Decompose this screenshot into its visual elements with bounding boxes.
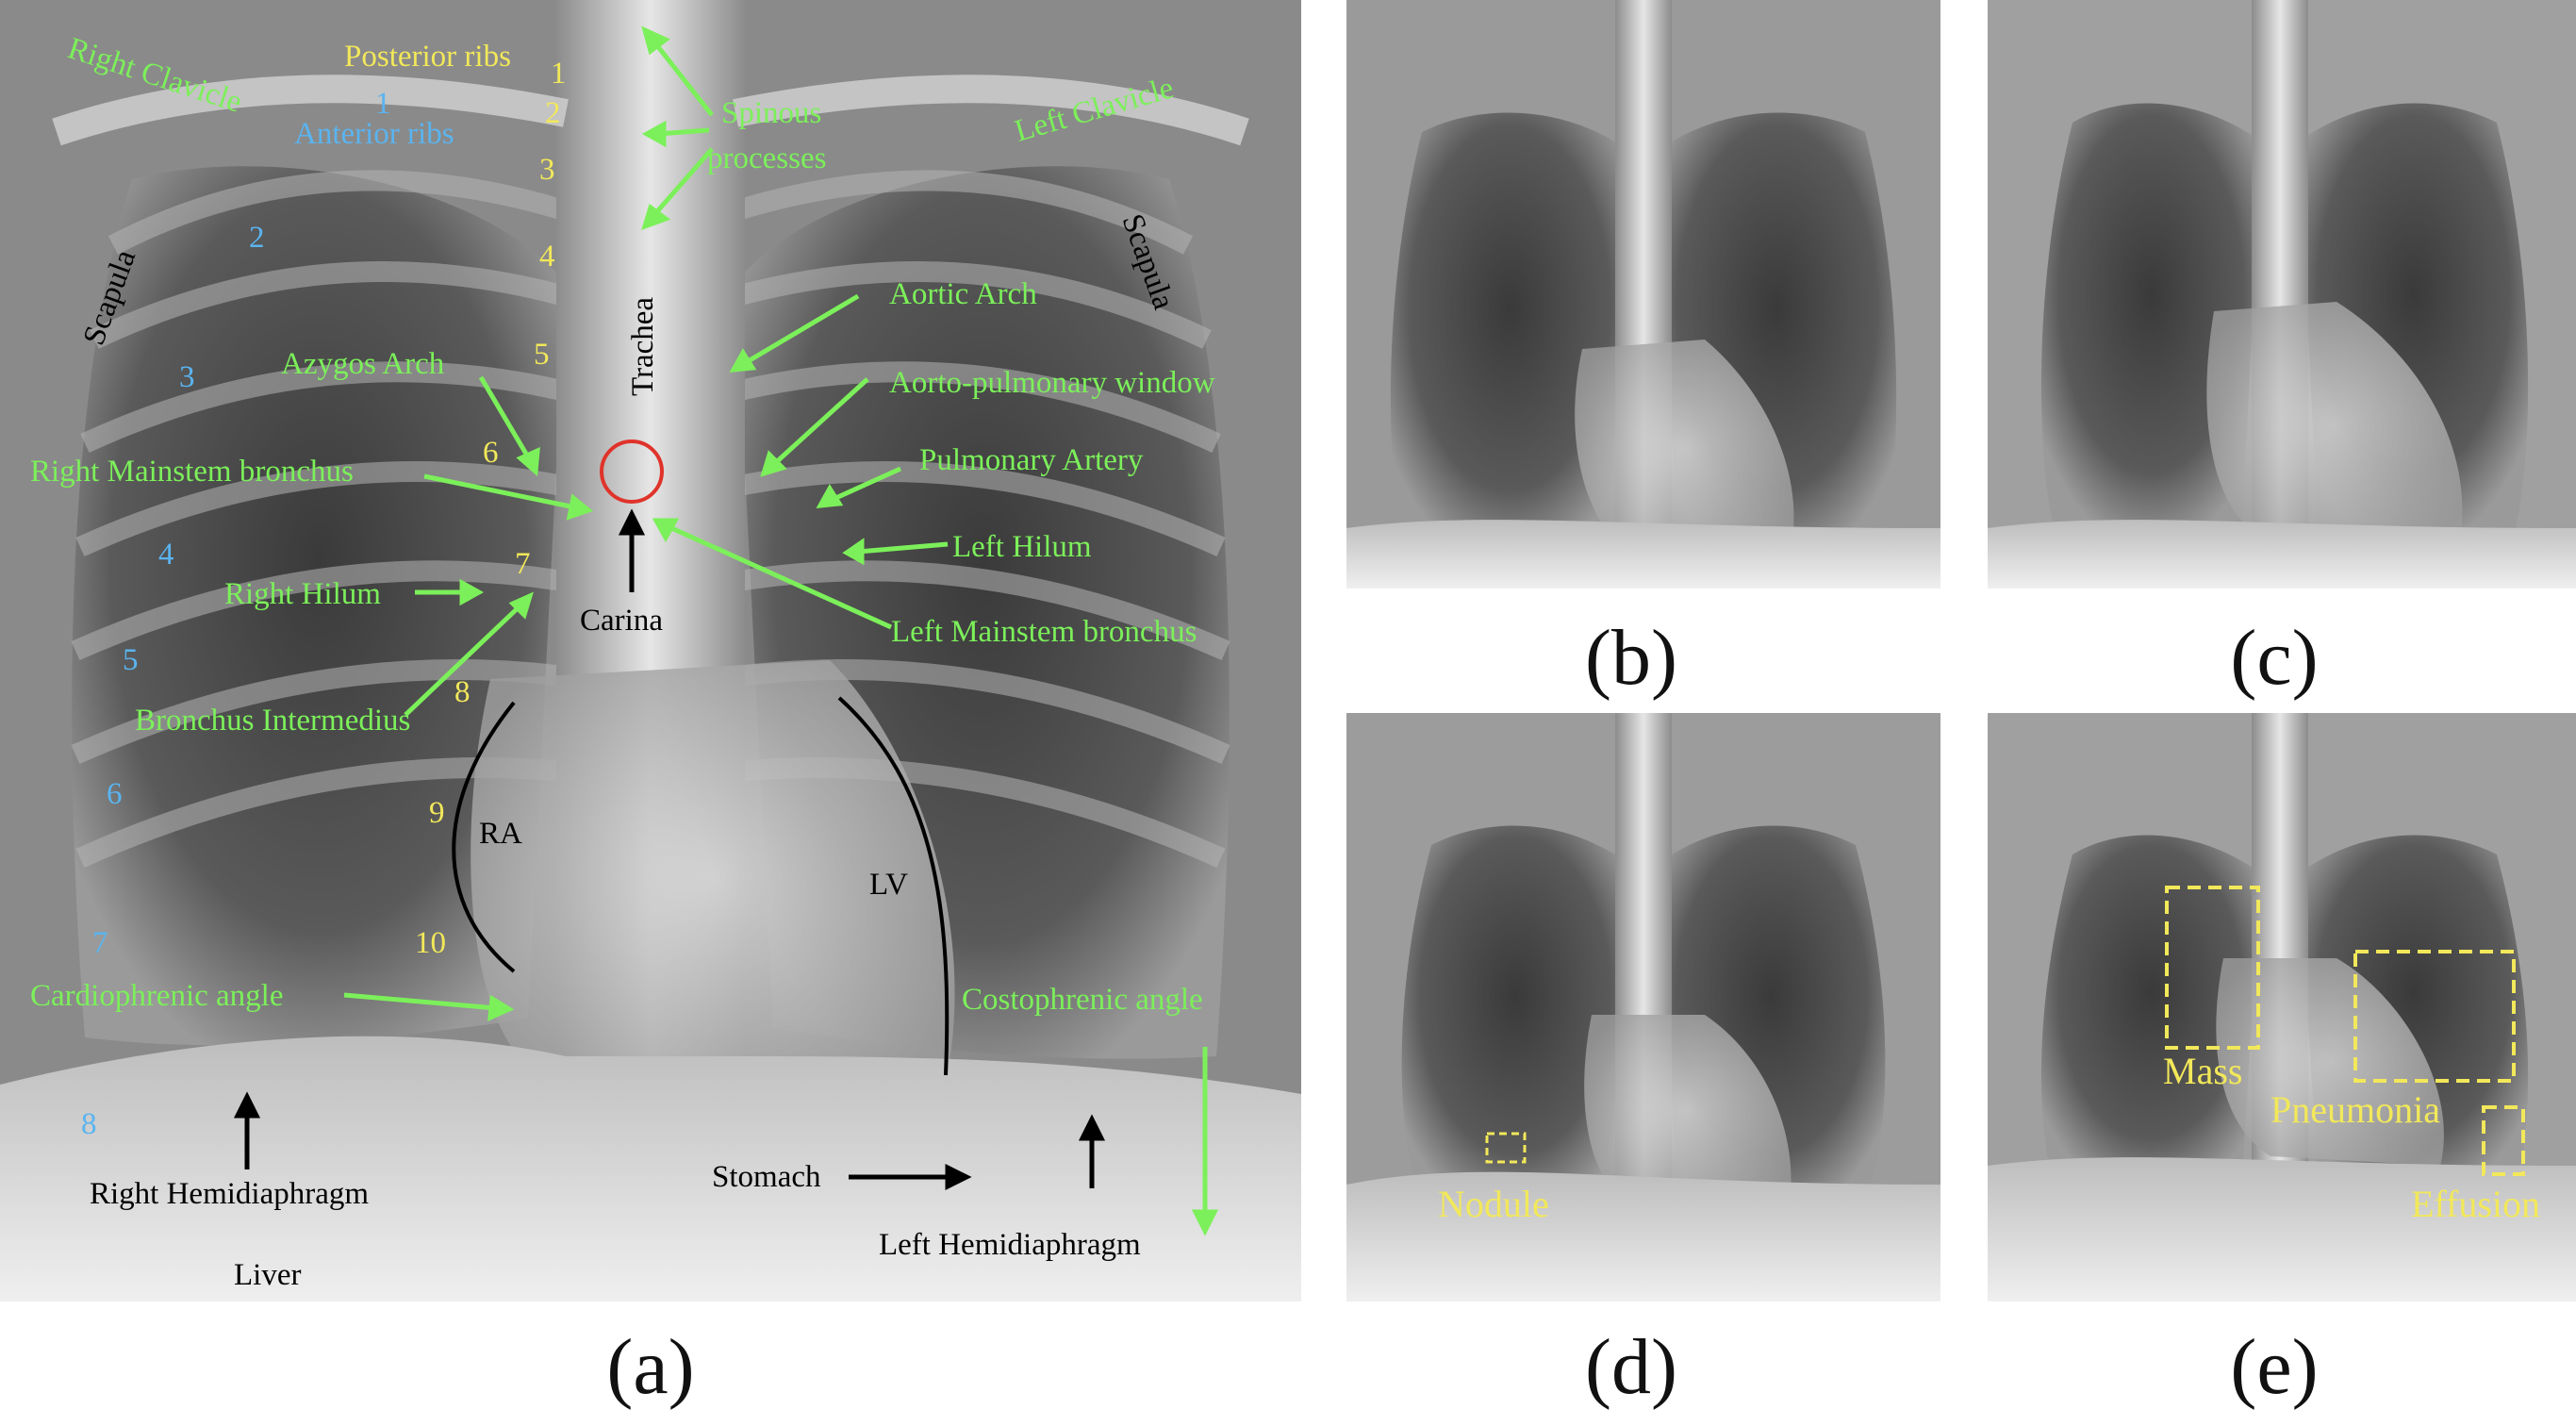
- label-posterior-rib-5: 5: [534, 338, 550, 372]
- carina-circle: [600, 439, 664, 504]
- label-posterior-rib-1: 1: [551, 57, 567, 91]
- label-anterior-rib-6: 6: [107, 777, 123, 811]
- label-effusion: Effusion: [2411, 1183, 2540, 1225]
- label-posterior-rib-10: 10: [415, 926, 446, 960]
- caption-a: (a): [606, 1323, 695, 1411]
- label-lv: LV: [869, 868, 908, 902]
- label-right-hilum: Right Hilum: [224, 577, 381, 611]
- label-left-hemidiaphragm: Left Hemidiaphragm: [879, 1228, 1141, 1262]
- label-left-hilum: Left Hilum: [952, 530, 1092, 564]
- label-costophrenic-angle: Costophrenic angle: [962, 983, 1203, 1017]
- label-bronchus-intermedius: Bronchus Intermedius: [135, 704, 410, 738]
- lv-border-curve: [837, 696, 949, 1076]
- heart-shadow: [471, 660, 955, 1094]
- label-posterior-ribs: Posterior ribs: [344, 40, 511, 74]
- label-ap-window: Aorto-pulmonary window: [889, 366, 1215, 400]
- panel-d-xray: Nodule: [1346, 713, 1940, 1302]
- panel-e-xray: Mass Pneumonia Effusion: [1988, 713, 2576, 1302]
- panel-a-xray: Right Clavicle Left Clavicle Spinous pro…: [0, 0, 1301, 1302]
- label-ra: RA: [479, 817, 522, 851]
- label-trachea: Trachea: [626, 297, 660, 396]
- label-pulmonary-artery: Pulmonary Artery: [919, 443, 1144, 477]
- label-liver: Liver: [234, 1258, 301, 1292]
- label-spinous-1: Spinous: [721, 96, 821, 130]
- label-posterior-rib-4: 4: [539, 240, 555, 274]
- label-mass: Mass: [2163, 1050, 2242, 1092]
- label-anterior-rib-4: 4: [158, 538, 174, 572]
- label-anterior-rib-7: 7: [92, 926, 108, 960]
- panel-c-xray: [1988, 0, 2576, 589]
- label-right-hemidiaphragm: Right Hemidiaphragm: [90, 1177, 369, 1211]
- right-lung: [72, 166, 567, 1046]
- label-anterior-rib-3: 3: [179, 360, 195, 394]
- label-posterior-rib-2: 2: [545, 96, 561, 130]
- label-spinous-2: processes: [707, 141, 826, 175]
- caption-e: (e): [2230, 1323, 2319, 1411]
- rib-shadows: [71, 170, 1230, 869]
- label-posterior-rib-9: 9: [429, 796, 445, 830]
- caption-d: (d): [1585, 1323, 1677, 1411]
- label-anterior-rib-2: 2: [249, 221, 265, 255]
- chest-xray-annotated-image: Right Clavicle Left Clavicle Spinous pro…: [0, 0, 1301, 1302]
- label-azygos-arch: Azygos Arch: [281, 347, 445, 381]
- label-anterior-ribs: Anterior ribs: [294, 117, 454, 151]
- ra-border-curve: [452, 701, 516, 973]
- label-posterior-rib-3: 3: [539, 153, 555, 187]
- diaphragm-region: [0, 1036, 1301, 1302]
- green-arrows: [343, 25, 1219, 1236]
- label-stomach: Stomach: [712, 1160, 821, 1194]
- nodule-box: [1485, 1132, 1527, 1164]
- label-anterior-rib-5: 5: [123, 643, 139, 677]
- caption-c: (c): [2230, 614, 2319, 702]
- label-right-mainstem: Right Mainstem bronchus: [30, 455, 354, 489]
- caption-b: (b): [1585, 614, 1677, 702]
- label-carina: Carina: [580, 604, 663, 638]
- pneumonia-box: [2353, 950, 2516, 1083]
- label-anterior-rib-1: 1: [375, 87, 391, 121]
- label-posterior-rib-7: 7: [515, 547, 531, 581]
- mass-box: [2165, 886, 2260, 1050]
- label-anterior-rib-8: 8: [81, 1107, 97, 1141]
- effusion-box: [2482, 1105, 2525, 1176]
- label-pneumonia: Pneumonia: [2271, 1088, 2440, 1131]
- label-posterior-rib-6: 6: [483, 436, 499, 470]
- label-nodule: Nodule: [1438, 1183, 1549, 1225]
- black-arrows: [233, 508, 1106, 1191]
- panel-b-xray: [1346, 0, 1940, 589]
- label-posterior-rib-8: 8: [454, 675, 471, 709]
- label-aortic-arch: Aortic Arch: [889, 277, 1037, 311]
- label-cardiophrenic-angle: Cardiophrenic angle: [30, 979, 283, 1013]
- label-left-mainstem: Left Mainstem bronchus: [891, 615, 1197, 649]
